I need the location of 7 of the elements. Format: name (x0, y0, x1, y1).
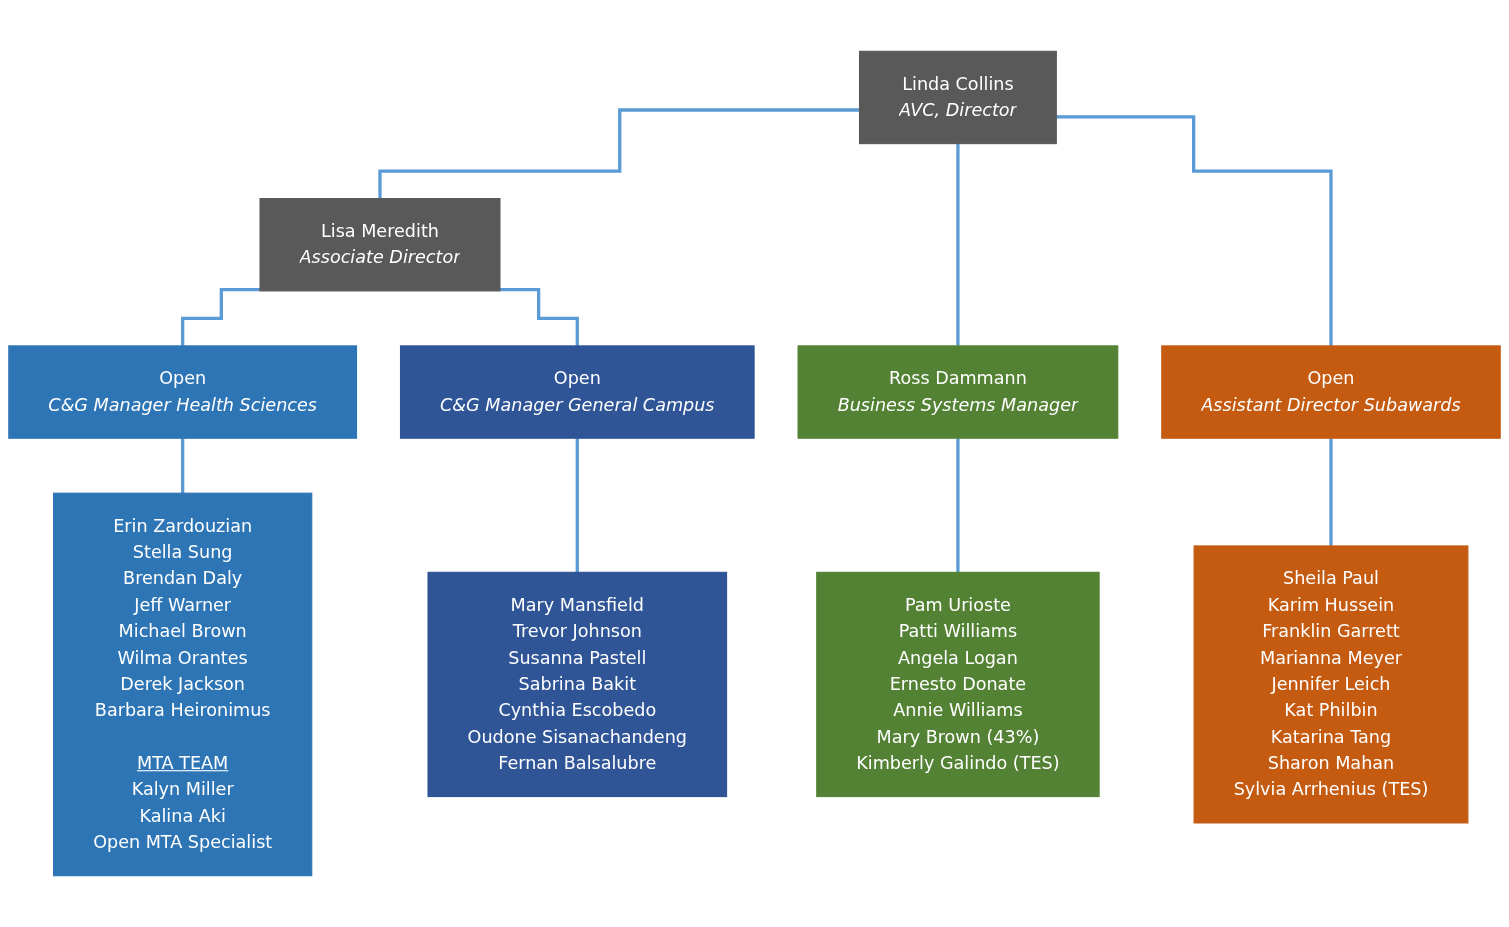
node-box: Erin Zardouzian Stella Sung Brendan Daly Jeff Warner Michael Brown Wilma Orantes Derek Jackson Barbara Heironimus MTA TEAM Kalyn Miller Kalina Aki Open MTA Specialist (53, 492, 313, 877)
node-box: Mary Mansfield Trevor Johnson Susanna Pastell Sabrina Bakit Cynthia Escobedo Oudone Sisanachandeng Fernan Balsalubre (427, 571, 728, 798)
node-box: Pam Urioste Patti Williams Angela Logan Ernesto Donate Annie Williams Mary Brown (43%) Kimberly Galindo (TES) (816, 571, 1100, 798)
node-box: Open C&G Manager Health Sciences (8, 345, 358, 439)
node-box: Open C&G Manager General Campus (399, 345, 755, 439)
node-box: Sheila Paul Karim Hussein Franklin Garrett Marianna Meyer Jennifer Leich Kat Philbin Katarina Tang Sharon Mahan Sylvia Arrhenius (TES) (1193, 545, 1469, 824)
node-box: Open Assistant Director Subawards (1161, 345, 1501, 439)
